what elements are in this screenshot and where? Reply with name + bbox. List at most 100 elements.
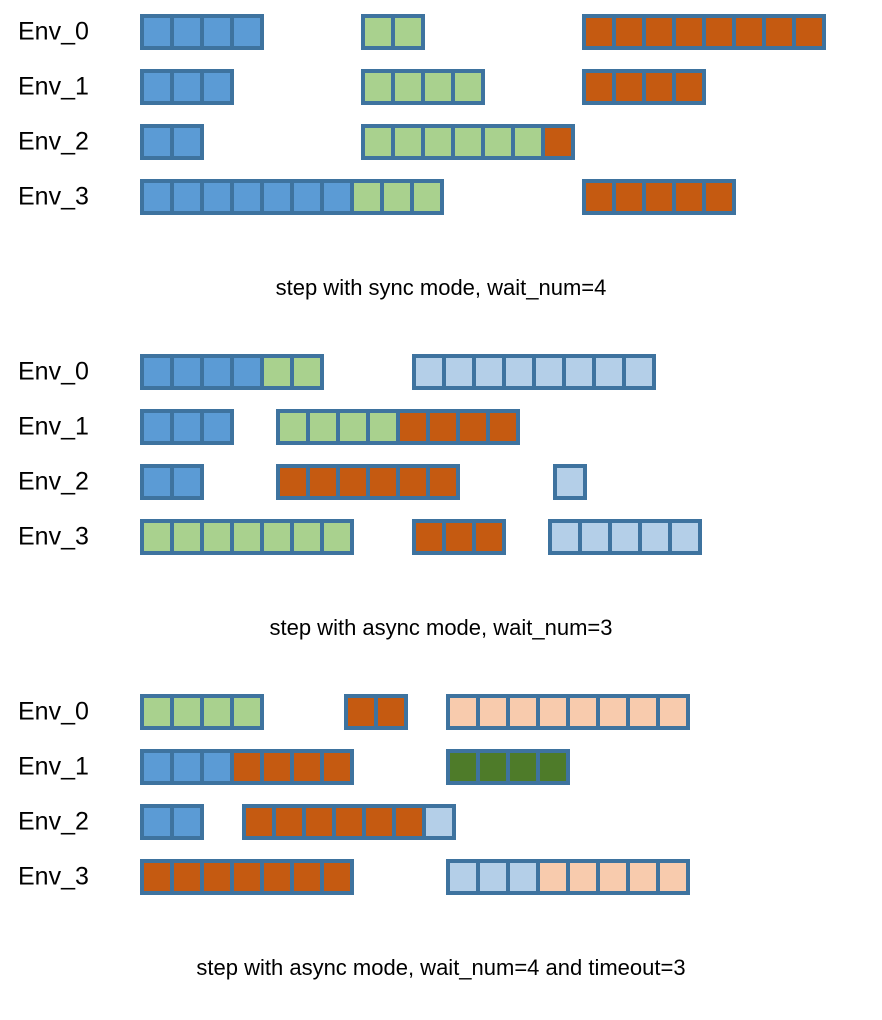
timeline-cell-dark-green[interactable] <box>540 753 566 781</box>
timeline-cell-orange[interactable] <box>460 413 486 441</box>
timeline-cell-orange[interactable] <box>204 863 230 891</box>
timeline-cell-blue[interactable] <box>144 128 170 156</box>
timeline-cell-green[interactable] <box>515 128 541 156</box>
timeline-cell-green[interactable] <box>294 358 320 386</box>
timeline-cell-orange[interactable] <box>306 808 332 836</box>
timeline-cell-green[interactable] <box>340 413 366 441</box>
timeline-cell-green[interactable] <box>144 698 170 726</box>
timeline-cell-peach[interactable] <box>540 698 566 726</box>
timeline-cell-orange[interactable] <box>144 863 170 891</box>
timeline-cell-light-blue[interactable] <box>446 358 472 386</box>
timeline-cell-orange[interactable] <box>370 468 396 496</box>
timeline-cell-green[interactable] <box>174 523 200 551</box>
timeline-cell-orange[interactable] <box>234 753 260 781</box>
timeline-cell-peach[interactable] <box>480 698 506 726</box>
timeline-cell-blue[interactable] <box>144 73 170 101</box>
timeline-cell-orange[interactable] <box>616 18 642 46</box>
timeline-cell-peach[interactable] <box>630 863 656 891</box>
timeline-cell-green[interactable] <box>234 523 260 551</box>
timeline-cell-blue[interactable] <box>144 358 170 386</box>
timeline-block[interactable] <box>412 519 506 555</box>
timeline-cell-orange[interactable] <box>400 468 426 496</box>
timeline-block[interactable] <box>446 694 690 730</box>
timeline-cell-orange[interactable] <box>796 18 822 46</box>
timeline-cell-peach[interactable] <box>600 698 626 726</box>
timeline-cell-blue[interactable] <box>294 183 320 211</box>
timeline-cell-orange[interactable] <box>586 18 612 46</box>
timeline-cell-orange[interactable] <box>324 753 350 781</box>
timeline-cell-orange[interactable] <box>348 698 374 726</box>
timeline-cell-peach[interactable] <box>600 863 626 891</box>
timeline-block[interactable] <box>140 124 204 160</box>
timeline-block[interactable] <box>548 519 702 555</box>
timeline-cell-green[interactable] <box>395 73 421 101</box>
timeline-cell-blue[interactable] <box>234 18 260 46</box>
timeline-block[interactable] <box>582 179 736 215</box>
timeline-cell-light-blue[interactable] <box>450 863 476 891</box>
timeline-cell-orange[interactable] <box>676 18 702 46</box>
timeline-cell-green[interactable] <box>425 128 451 156</box>
timeline-cell-blue[interactable] <box>234 183 260 211</box>
timeline-cell-peach[interactable] <box>540 863 566 891</box>
timeline-cell-light-blue[interactable] <box>416 358 442 386</box>
timeline-block[interactable] <box>582 14 826 50</box>
timeline-cell-blue[interactable] <box>234 358 260 386</box>
timeline-cell-orange[interactable] <box>430 468 456 496</box>
timeline-cell-green[interactable] <box>234 698 260 726</box>
timeline-cell-peach[interactable] <box>660 698 686 726</box>
timeline-cell-blue[interactable] <box>204 183 230 211</box>
timeline-cell-orange[interactable] <box>676 73 702 101</box>
timeline-cell-blue[interactable] <box>144 183 170 211</box>
timeline-cell-dark-green[interactable] <box>450 753 476 781</box>
timeline-block[interactable] <box>412 354 656 390</box>
timeline-cell-green[interactable] <box>365 128 391 156</box>
timeline-cell-green[interactable] <box>384 183 410 211</box>
timeline-cell-orange[interactable] <box>545 128 571 156</box>
timeline-cell-orange[interactable] <box>430 413 456 441</box>
timeline-cell-green[interactable] <box>370 413 396 441</box>
timeline-cell-green[interactable] <box>204 523 230 551</box>
timeline-cell-blue[interactable] <box>204 413 230 441</box>
timeline-cell-orange[interactable] <box>766 18 792 46</box>
timeline-block[interactable] <box>361 69 485 105</box>
timeline-cell-green[interactable] <box>455 128 481 156</box>
timeline-cell-blue[interactable] <box>324 183 350 211</box>
timeline-cell-orange[interactable] <box>490 413 516 441</box>
timeline-cell-light-blue[interactable] <box>510 863 536 891</box>
timeline-cell-blue[interactable] <box>144 468 170 496</box>
timeline-cell-blue[interactable] <box>174 73 200 101</box>
timeline-cell-blue[interactable] <box>174 358 200 386</box>
timeline-cell-light-blue[interactable] <box>642 523 668 551</box>
timeline-cell-dark-green[interactable] <box>510 753 536 781</box>
timeline-block[interactable] <box>140 464 204 500</box>
timeline-cell-orange[interactable] <box>616 73 642 101</box>
timeline-cell-light-blue[interactable] <box>536 358 562 386</box>
timeline-cell-blue[interactable] <box>204 753 230 781</box>
timeline-cell-blue[interactable] <box>264 183 290 211</box>
timeline-cell-green[interactable] <box>395 18 421 46</box>
timeline-block[interactable] <box>140 859 354 895</box>
timeline-cell-orange[interactable] <box>294 753 320 781</box>
timeline-cell-light-blue[interactable] <box>476 358 502 386</box>
timeline-cell-peach[interactable] <box>450 698 476 726</box>
timeline-block[interactable] <box>582 69 706 105</box>
timeline-cell-orange[interactable] <box>174 863 200 891</box>
timeline-cell-light-blue[interactable] <box>552 523 578 551</box>
timeline-cell-light-blue[interactable] <box>566 358 592 386</box>
timeline-cell-light-blue[interactable] <box>426 808 452 836</box>
timeline-cell-blue[interactable] <box>204 358 230 386</box>
timeline-cell-orange[interactable] <box>294 863 320 891</box>
timeline-cell-orange[interactable] <box>366 808 392 836</box>
timeline-cell-blue[interactable] <box>204 73 230 101</box>
timeline-cell-orange[interactable] <box>264 753 290 781</box>
timeline-block[interactable] <box>361 14 425 50</box>
timeline-cell-blue[interactable] <box>174 18 200 46</box>
timeline-cell-orange[interactable] <box>586 73 612 101</box>
timeline-cell-peach[interactable] <box>570 863 596 891</box>
timeline-cell-orange[interactable] <box>646 18 672 46</box>
timeline-cell-orange[interactable] <box>676 183 702 211</box>
timeline-cell-light-blue[interactable] <box>582 523 608 551</box>
timeline-block[interactable] <box>140 409 234 445</box>
timeline-block[interactable] <box>242 804 456 840</box>
timeline-cell-orange[interactable] <box>396 808 422 836</box>
